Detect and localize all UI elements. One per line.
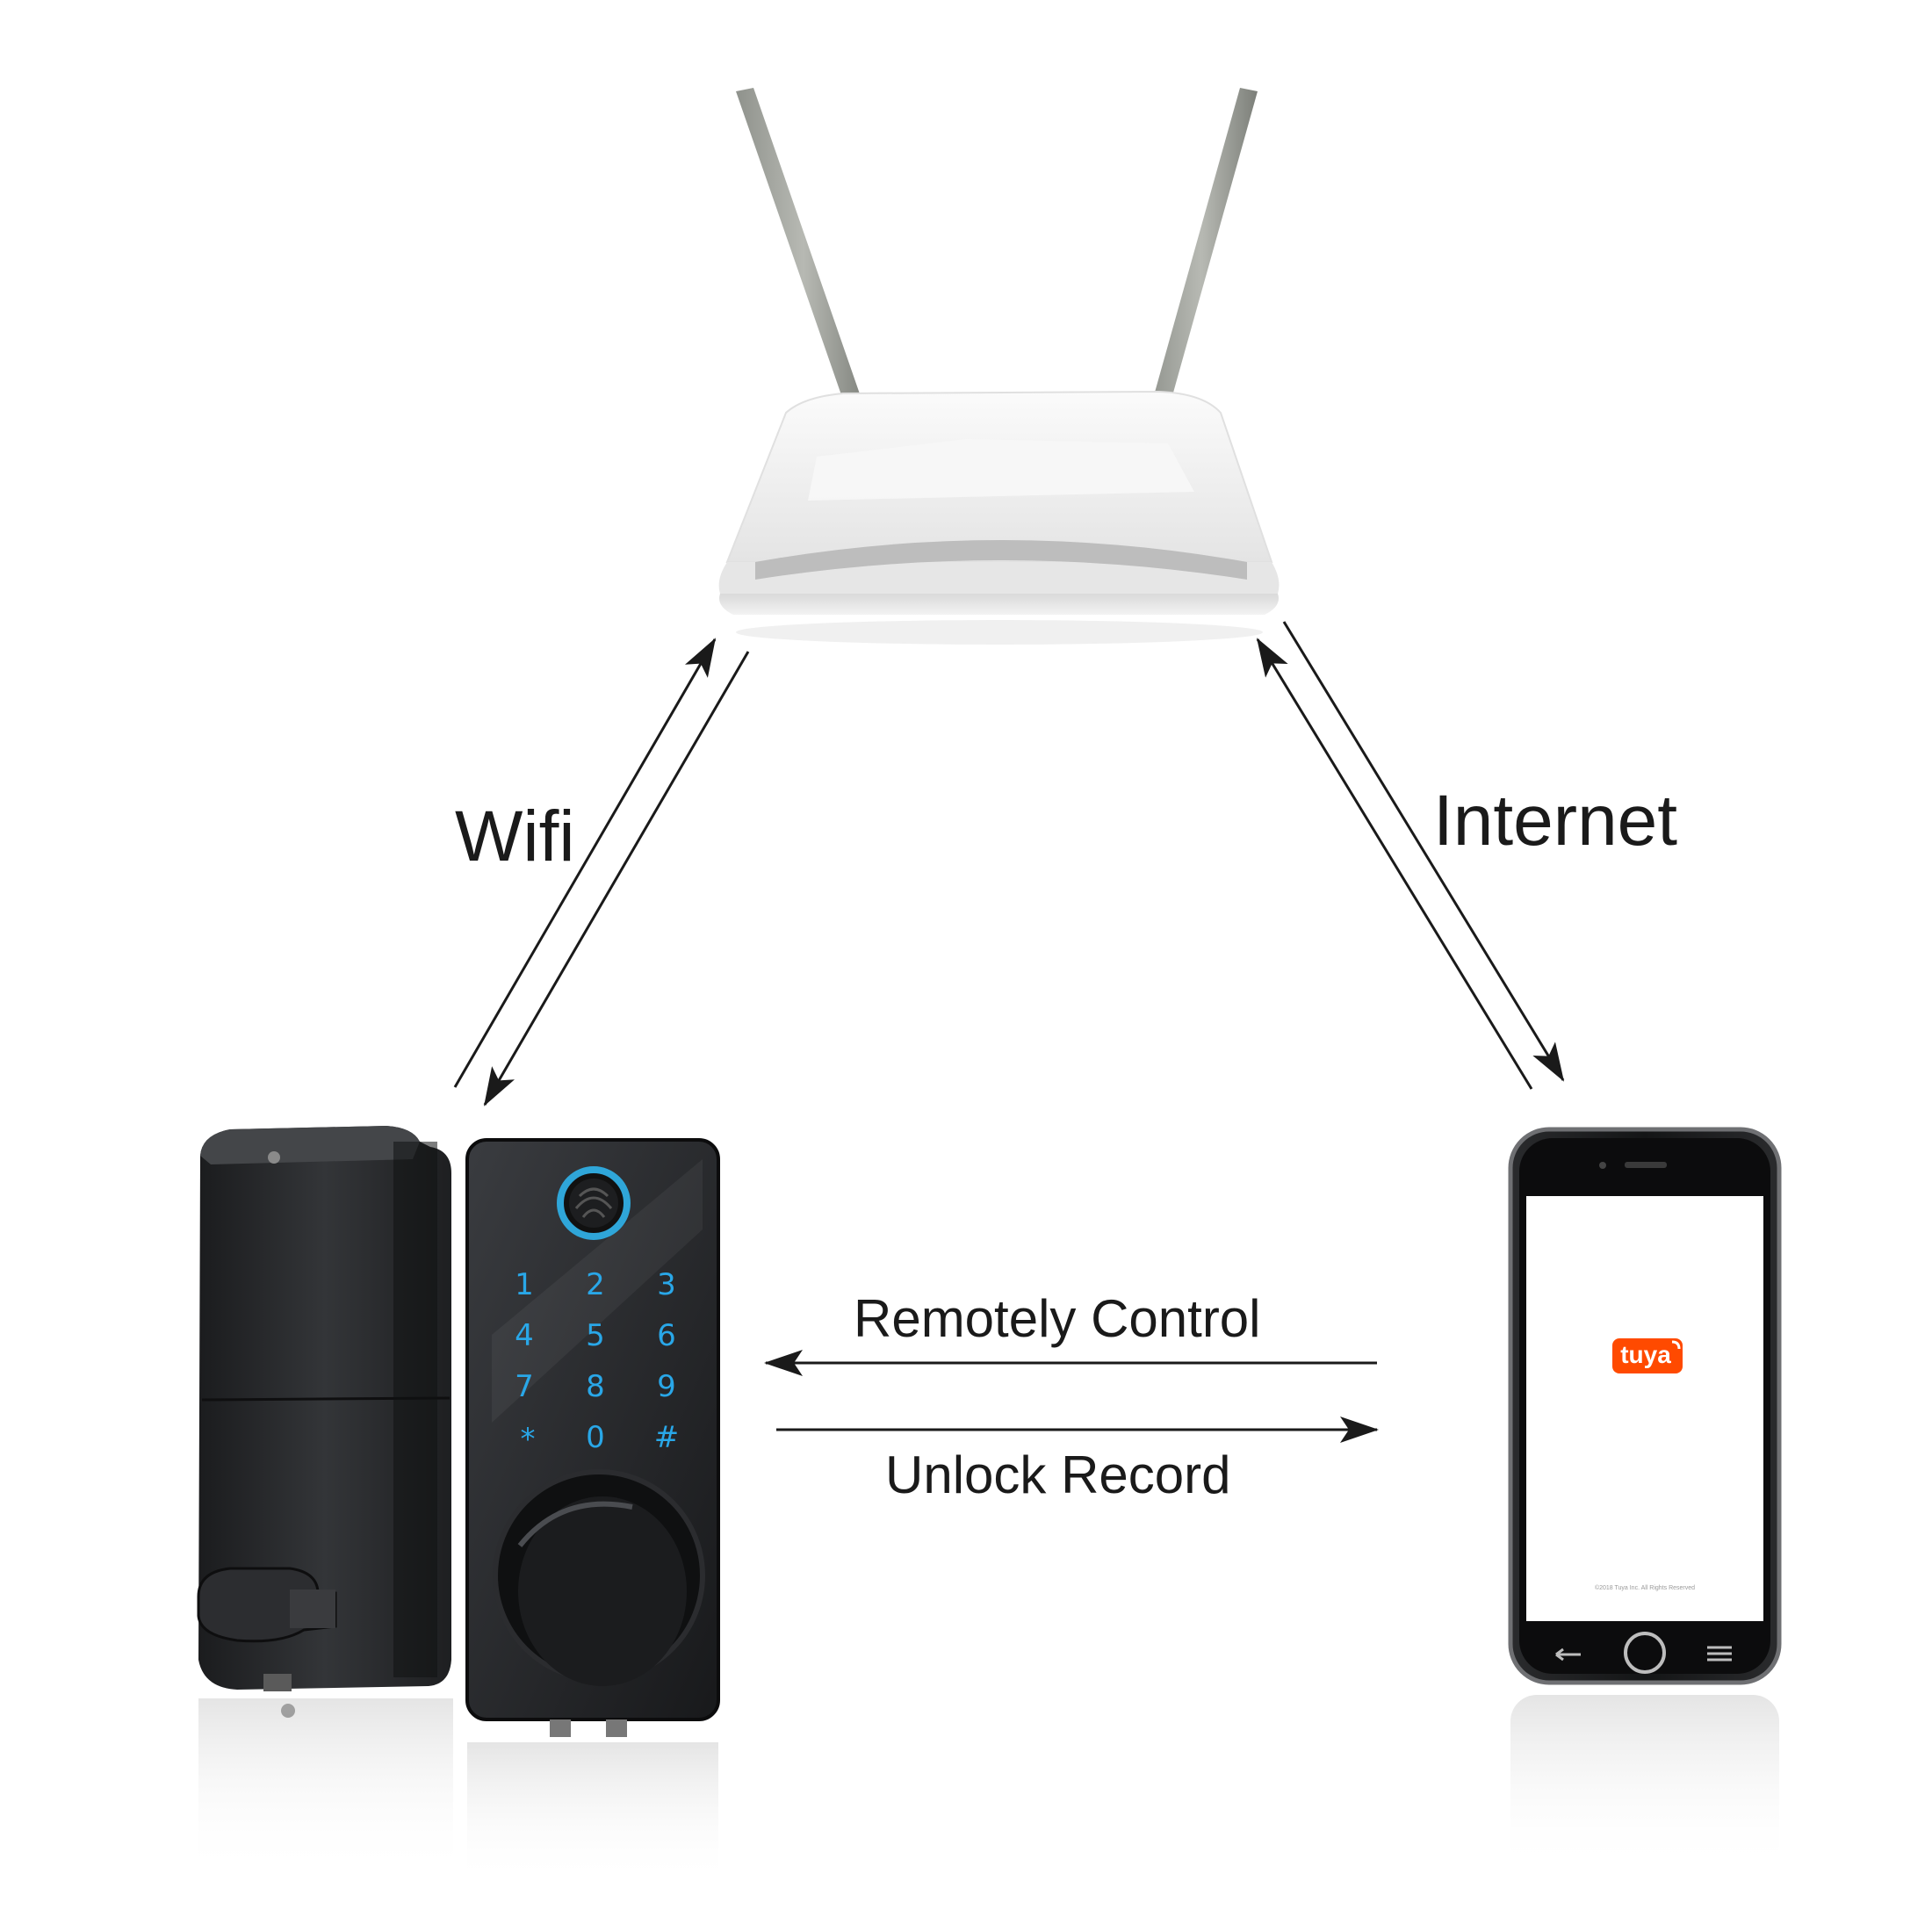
wifi-label: Wifi bbox=[455, 797, 575, 876]
key-0[interactable]: 0 bbox=[586, 1420, 605, 1455]
arrow-router-to-phone bbox=[1282, 621, 1565, 1082]
key-1[interactable]: 1 bbox=[515, 1267, 534, 1302]
smart-door-lock-icon bbox=[197, 1126, 453, 1874]
key-8[interactable]: 8 bbox=[586, 1369, 605, 1404]
remote-control-label: Remotely Control bbox=[854, 1289, 1261, 1348]
key-5[interactable]: 5 bbox=[586, 1318, 605, 1353]
key-7[interactable]: 7 bbox=[515, 1369, 534, 1404]
door-knob[interactable] bbox=[493, 1469, 705, 1686]
key-hash[interactable]: # bbox=[654, 1420, 680, 1455]
wifi-link-arrows bbox=[453, 638, 750, 1107]
key-9[interactable]: 9 bbox=[657, 1369, 676, 1404]
key-4[interactable]: 4 bbox=[515, 1318, 534, 1353]
phone-screen[interactable] bbox=[1526, 1196, 1763, 1621]
menu-icon[interactable] bbox=[1707, 1646, 1732, 1662]
internet-link-arrows bbox=[1256, 621, 1565, 1090]
arrow-router-to-lock bbox=[483, 651, 750, 1107]
arrow-phone-to-router bbox=[1256, 638, 1533, 1090]
back-icon[interactable] bbox=[1555, 1647, 1581, 1662]
fingerprint-icon bbox=[557, 1166, 631, 1240]
app-footer-text: ©2018 Tuya Inc. All Rights Reserved bbox=[1595, 1584, 1695, 1591]
key-2[interactable]: 2 bbox=[586, 1267, 605, 1302]
unlock-record-label: Unlock Record bbox=[885, 1445, 1231, 1504]
arrow-lock-to-router bbox=[453, 638, 717, 1088]
home-button[interactable] bbox=[1624, 1632, 1666, 1674]
key-star[interactable]: * bbox=[521, 1422, 536, 1457]
tuya-logo-text: tuya bbox=[1620, 1341, 1671, 1368]
tuya-app-logo[interactable]: tuya bbox=[1612, 1338, 1683, 1373]
lock-keypad-panel: 1 2 3 4 5 6 7 8 9 * 0 # bbox=[465, 1138, 720, 1883]
phone-nav-bar bbox=[1555, 1632, 1732, 1674]
key-3[interactable]: 3 bbox=[657, 1267, 676, 1302]
keypad: 1 2 3 4 5 6 7 8 9 * 0 # bbox=[515, 1267, 679, 1457]
internet-label: Internet bbox=[1433, 781, 1677, 861]
key-6[interactable]: 6 bbox=[657, 1318, 676, 1353]
wifi-router-icon bbox=[718, 88, 1280, 645]
smartphone-icon: tuya ©2018 Tuya Inc. All Rights Reserved bbox=[1508, 1127, 1782, 1871]
